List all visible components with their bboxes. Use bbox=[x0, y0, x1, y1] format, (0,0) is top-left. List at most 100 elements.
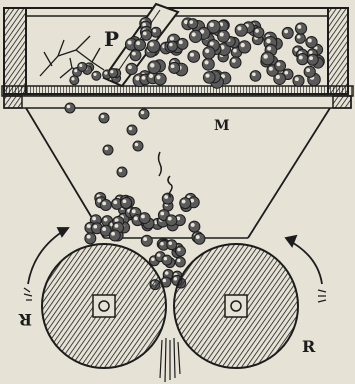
grape bbox=[230, 57, 241, 68]
grape-highlight bbox=[115, 224, 119, 228]
grape bbox=[127, 125, 137, 135]
grape bbox=[65, 103, 75, 113]
grape-highlight bbox=[306, 68, 310, 72]
grape-highlight bbox=[241, 43, 245, 47]
grape-highlight bbox=[232, 59, 236, 63]
grape-highlight bbox=[160, 242, 164, 246]
grape-highlight bbox=[277, 62, 281, 66]
grape-highlight bbox=[135, 143, 139, 147]
grape-highlight bbox=[149, 74, 153, 78]
grape-highlight bbox=[128, 65, 132, 69]
grape-highlight bbox=[143, 32, 147, 36]
hopper-right-wall bbox=[328, 8, 348, 94]
grape bbox=[297, 54, 308, 65]
grape-highlight bbox=[119, 169, 123, 173]
grape bbox=[238, 41, 250, 53]
grape bbox=[306, 36, 317, 47]
grape bbox=[261, 52, 274, 65]
grape-highlight bbox=[205, 49, 209, 53]
grape bbox=[92, 71, 101, 80]
grape-highlight bbox=[67, 105, 71, 109]
grape-highlight bbox=[132, 52, 136, 56]
grape bbox=[167, 41, 177, 51]
grape bbox=[293, 75, 304, 86]
grape bbox=[139, 109, 149, 119]
grape bbox=[134, 39, 145, 50]
grape bbox=[133, 141, 143, 151]
grape-highlight bbox=[192, 32, 196, 36]
grape-highlight bbox=[71, 77, 74, 80]
grape bbox=[103, 145, 113, 155]
grape-highlight bbox=[263, 54, 268, 59]
grape-highlight bbox=[252, 72, 256, 76]
grape bbox=[282, 28, 293, 39]
grape bbox=[85, 233, 96, 244]
grape-highlight bbox=[269, 67, 273, 71]
left-roller bbox=[42, 244, 166, 368]
grape-highlight bbox=[174, 277, 178, 281]
grape-highlight bbox=[297, 35, 301, 39]
grape bbox=[188, 19, 198, 29]
grape-highlight bbox=[255, 29, 259, 33]
grape bbox=[180, 198, 191, 209]
grape-highlight bbox=[74, 69, 77, 72]
grape-highlight bbox=[87, 224, 91, 228]
grape-highlight bbox=[190, 53, 194, 57]
grape bbox=[109, 230, 120, 241]
grape-highlight bbox=[209, 22, 214, 27]
grape-highlight bbox=[110, 70, 113, 73]
grape bbox=[121, 197, 132, 208]
grape bbox=[166, 215, 177, 226]
grape bbox=[147, 40, 159, 52]
grape-highlight bbox=[135, 76, 140, 81]
grape-highlight bbox=[163, 279, 167, 283]
grape-highlight bbox=[128, 40, 132, 44]
hopper-left-wall bbox=[4, 8, 26, 94]
grape bbox=[175, 257, 185, 267]
grape-highlight bbox=[308, 38, 312, 42]
grape bbox=[275, 60, 286, 71]
grape-highlight bbox=[170, 36, 174, 40]
grape-highlight bbox=[156, 75, 160, 79]
grape-highlight bbox=[164, 257, 168, 261]
crushed-juice-stream bbox=[160, 338, 180, 382]
grape bbox=[235, 24, 247, 36]
grape-highlight bbox=[284, 71, 288, 75]
grape bbox=[253, 27, 264, 38]
grape-highlight bbox=[210, 42, 214, 46]
grape bbox=[203, 72, 215, 84]
grape bbox=[177, 38, 188, 49]
grape-highlight bbox=[295, 77, 299, 81]
grape-highlight bbox=[284, 29, 288, 33]
label-m: M bbox=[214, 118, 230, 134]
grape-highlight bbox=[266, 39, 270, 43]
grape-highlight bbox=[102, 227, 106, 231]
grape-highlight bbox=[276, 75, 280, 79]
grape bbox=[99, 113, 109, 123]
grape-highlight bbox=[113, 200, 117, 204]
grape-highlight bbox=[182, 200, 186, 204]
grape-highlight bbox=[136, 41, 140, 45]
grape-highlight bbox=[105, 147, 109, 151]
grape-highlight bbox=[92, 217, 96, 221]
grape bbox=[130, 50, 141, 61]
grape-highlight bbox=[104, 218, 108, 222]
grape-highlight bbox=[111, 232, 115, 236]
falling-grapes bbox=[65, 103, 173, 211]
grape-highlight bbox=[129, 127, 133, 131]
right-roller bbox=[174, 244, 298, 368]
grape bbox=[169, 62, 180, 73]
grape-highlight bbox=[177, 248, 181, 252]
grape bbox=[203, 47, 215, 59]
grape bbox=[126, 63, 137, 74]
grape bbox=[189, 221, 200, 232]
grape bbox=[100, 200, 111, 211]
grape bbox=[151, 27, 161, 37]
grape-highlight bbox=[168, 217, 172, 221]
grape-highlight bbox=[143, 237, 147, 241]
grape-highlight bbox=[101, 115, 105, 119]
left-roller-axle bbox=[93, 295, 115, 317]
grape-highlight bbox=[171, 64, 175, 68]
grape-highlight bbox=[142, 76, 146, 80]
grape-highlight bbox=[149, 42, 153, 46]
